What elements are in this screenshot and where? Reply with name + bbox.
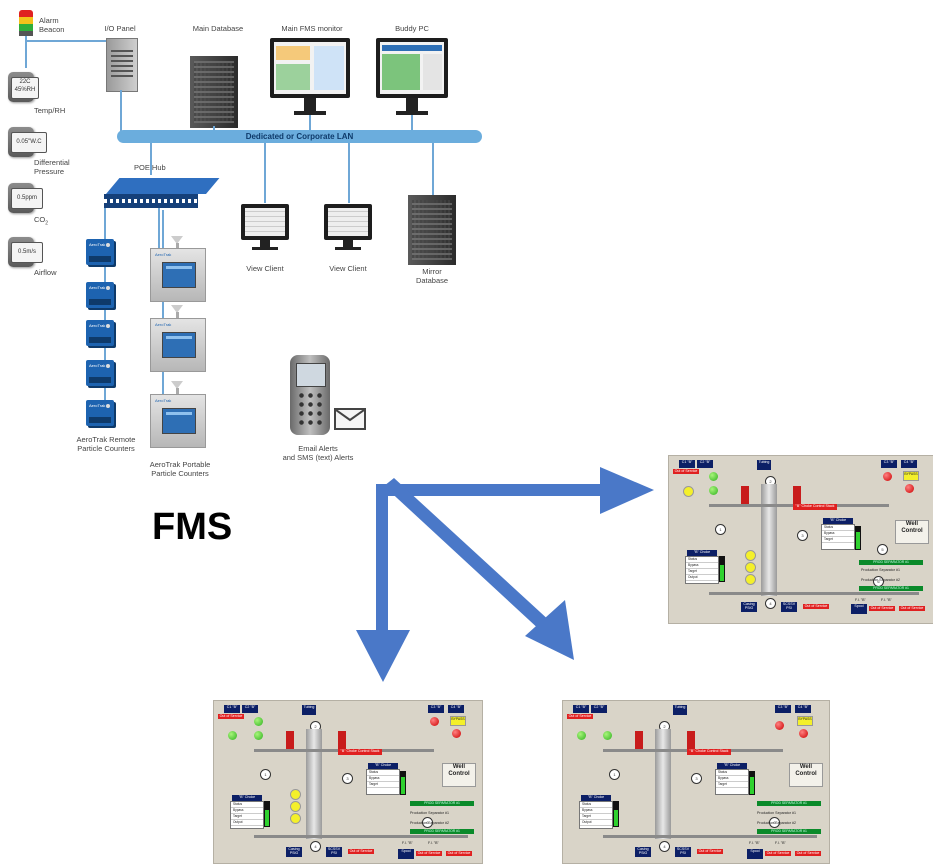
view-client-monitor-icon [324, 204, 372, 240]
portable-particle-counter-icon: AeroTrak [150, 248, 206, 302]
temp-rh-label: Temp/RH [34, 106, 66, 115]
co2-sensor-icon: 0.5ppm [8, 183, 43, 213]
remote-particle-counter-icon: AeroTrak [86, 320, 114, 346]
portable-particle-counter-icon: AeroTrak [150, 394, 206, 448]
main-fms-monitor-icon [270, 38, 350, 98]
remote-counters-label: AeroTrak Remote Particle Counters [76, 435, 136, 453]
hmi-screen-bottom-left: C1 "B" C2 "B" Out of Service Tubing 2 C3… [213, 700, 483, 864]
hmi-screen-bottom-right: C1 "B" C2 "B" Out of Service Tubing 2 C3… [562, 700, 830, 864]
lan-bar: Dedicated or Corporate LAN [117, 130, 482, 143]
arrow-down-icon [356, 630, 410, 682]
differential-pressure-label: Differential Pressure [34, 158, 70, 176]
mirror-database-server-icon [408, 195, 456, 265]
temp-rh-sensor-icon: 22C 45%RH [8, 72, 39, 102]
remote-particle-counter-icon: AeroTrak [86, 282, 114, 308]
portable-particle-counter-icon: AeroTrak [150, 318, 206, 372]
fms-title: FMS [152, 506, 233, 548]
co2-label: CO2 [34, 215, 49, 227]
alarm-beacon-icon [19, 10, 33, 36]
airflow-sensor-icon: 0.5m/s [8, 237, 43, 267]
remote-particle-counter-icon: AeroTrak [86, 360, 114, 386]
mirror-database-label: Mirror Database [415, 267, 449, 285]
portable-counters-label: AeroTrak Portable Particle Counters [149, 460, 211, 478]
alerts-label: Email Alerts and SMS (text) Alerts [282, 444, 354, 462]
arrow-right-icon [600, 467, 654, 514]
buddy-pc-label: Buddy PC [395, 24, 429, 33]
remote-particle-counter-icon: AeroTrak [86, 400, 114, 426]
poe-hub-icon [92, 178, 220, 214]
poe-hub-label: POE Hub [134, 163, 166, 172]
io-panel-icon [106, 38, 138, 92]
view-client-label: View Client [246, 264, 284, 273]
hmi-screen-right: C1 "B" C2 "B" Out of Service Tubing 2 C3… [668, 455, 933, 624]
email-envelope-icon [334, 408, 366, 430]
airflow-label: Airflow [34, 268, 57, 277]
view-client-monitor-icon [241, 204, 289, 240]
arrow-diagonal-icon [525, 600, 574, 660]
main-database-server-icon [190, 56, 238, 128]
alarm-beacon-label: Alarm Beacon [39, 16, 65, 34]
differential-pressure-sensor-icon: 0.05"W.C [8, 127, 47, 157]
view-client-label: View Client [329, 264, 367, 273]
buddy-pc-monitor-icon [376, 38, 448, 98]
io-panel-label: I/O Panel [104, 24, 136, 33]
main-database-label: Main Database [192, 24, 244, 33]
main-fms-monitor-label: Main FMS monitor [281, 24, 343, 33]
mobile-phone-icon [290, 355, 330, 435]
remote-particle-counter-icon: AeroTrak [86, 239, 114, 265]
